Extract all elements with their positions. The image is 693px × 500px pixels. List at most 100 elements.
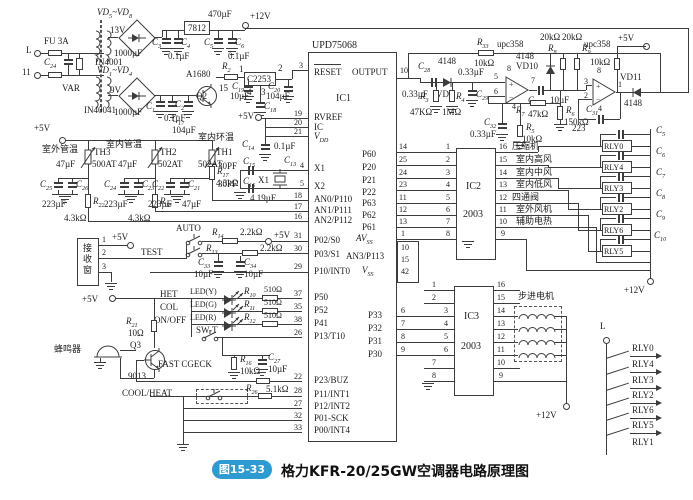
- label-p12-int2: P12/INT2: [314, 401, 350, 411]
- label-led-r: LED(R): [190, 313, 217, 322]
- resistor: [517, 125, 523, 137]
- label-x1: X1: [314, 163, 325, 173]
- label-10-f: 10µF: [230, 91, 250, 101]
- label-1: 1: [618, 80, 622, 89]
- wire: [538, 146, 539, 152]
- label-5: 5: [446, 193, 450, 202]
- label-x: 四通阀: [512, 193, 540, 203]
- capacitor-icon: [64, 59, 73, 61]
- wire: [566, 316, 567, 404]
- label-104-f: 104µF: [266, 91, 290, 101]
- label-q3: Q3: [130, 340, 141, 350]
- wire: [554, 342, 566, 343]
- label-c-25: C25: [40, 179, 53, 192]
- label-8: 8: [507, 64, 511, 73]
- label-r-9: R9: [582, 43, 591, 56]
- resistor: [614, 58, 620, 70]
- label-v-ss: VSS: [362, 265, 374, 278]
- wire: [218, 30, 219, 38]
- wire: [563, 53, 564, 58]
- label-1: 1: [446, 142, 450, 151]
- label-13v: 13V: [110, 25, 126, 35]
- label-2: 2: [446, 155, 450, 164]
- wire: [222, 337, 223, 355]
- label-p10-int0: P10/INT0: [314, 266, 350, 276]
- wire: [265, 127, 308, 128]
- label-10-f: 10µF: [550, 96, 569, 105]
- label-r-7: R7: [516, 105, 525, 118]
- capacitor-icon: [284, 86, 293, 88]
- capacitor-icon: [258, 363, 267, 365]
- wire: [397, 165, 456, 166]
- label-p62: P62: [362, 210, 377, 220]
- wire: [600, 218, 601, 230]
- wire: [600, 218, 616, 219]
- label-vd11: VD11: [620, 72, 642, 82]
- wire: [496, 152, 538, 153]
- capacitor-icon: [256, 106, 265, 108]
- label-11: 11: [497, 345, 505, 354]
- wire: [600, 197, 616, 198]
- arrow-line: [630, 418, 656, 419]
- wire: [154, 37, 162, 38]
- label-c-24: C24: [44, 57, 57, 70]
- wire: [472, 82, 473, 90]
- wire: [108, 37, 118, 38]
- wire: [600, 197, 601, 209]
- wire: [623, 239, 650, 240]
- label-c-16: C16: [243, 176, 256, 189]
- label-6: 6: [494, 87, 498, 96]
- wire: [124, 190, 125, 194]
- label-vd10: VD10: [516, 61, 538, 71]
- wire: [136, 360, 144, 361]
- label-15: 15: [219, 83, 228, 93]
- wire: [623, 218, 650, 219]
- wire: [588, 251, 602, 252]
- wire: [688, 28, 689, 93]
- wire: [58, 190, 59, 194]
- resistor: [152, 194, 158, 208]
- wire: [496, 178, 558, 179]
- label-223-f: 223µF: [104, 199, 128, 209]
- wire: [260, 86, 261, 102]
- transistor-icon: [196, 84, 217, 108]
- capacitor-icon: [468, 90, 477, 92]
- wire: [420, 78, 421, 82]
- label-upd75068: UPD75068: [312, 40, 358, 51]
- label-0-1-f: 0.1µF: [168, 51, 190, 61]
- resistor: [262, 321, 278, 327]
- capacitor-icon: [622, 235, 624, 244]
- wire: [212, 200, 308, 201]
- capacitor-icon: [602, 115, 604, 124]
- label-x: 步进电机: [518, 292, 555, 302]
- wire: [577, 70, 578, 90]
- ground-icon: [259, 154, 271, 162]
- label-8: 8: [597, 66, 601, 75]
- wire: [568, 190, 569, 209]
- wire: [154, 370, 155, 378]
- capacitor-icon: [468, 94, 477, 96]
- capacitor-icon: [622, 172, 624, 181]
- label-x: 辅助电热: [516, 217, 553, 227]
- resistor: [48, 50, 62, 56]
- wire: [578, 99, 579, 119]
- ground-icon: [59, 196, 71, 204]
- wire: [397, 227, 456, 228]
- label-p33: P33: [368, 310, 383, 320]
- wire: [183, 420, 302, 421]
- label-l: L: [600, 321, 606, 331]
- resistor: [602, 140, 632, 152]
- ground-icon: [446, 106, 458, 114]
- wire: [397, 78, 420, 79]
- capacitor-icon: [618, 235, 620, 244]
- wire: [138, 178, 139, 182]
- wire: [586, 85, 592, 86]
- label-r-22: R22: [93, 196, 105, 209]
- wire: [314, 64, 341, 65]
- label-p61: P61: [362, 222, 377, 232]
- label-223-f: 223µF: [148, 199, 172, 209]
- capacitor-icon: [166, 186, 175, 188]
- label-11: 11: [499, 205, 507, 214]
- label-8: 8: [446, 229, 450, 238]
- wire: [136, 381, 302, 382]
